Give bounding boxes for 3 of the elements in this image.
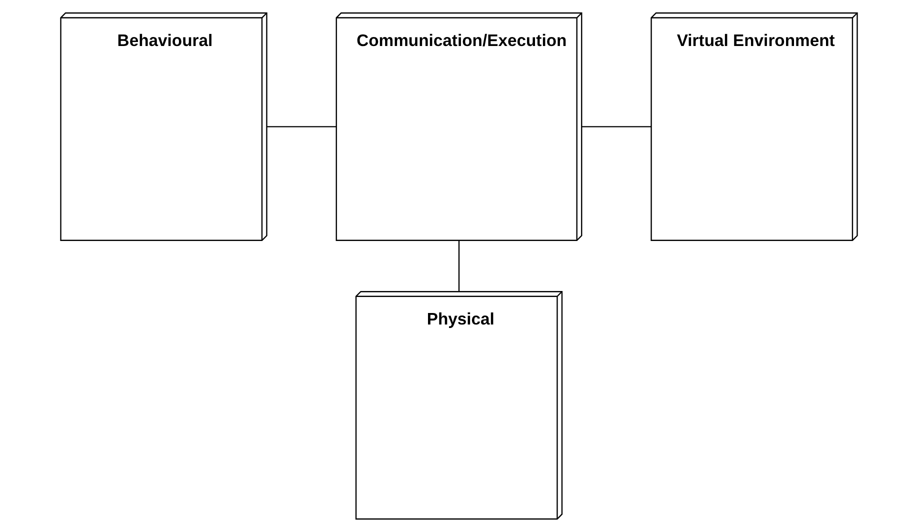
connector [266,126,336,128]
connector [458,240,460,292]
connector [581,126,651,128]
